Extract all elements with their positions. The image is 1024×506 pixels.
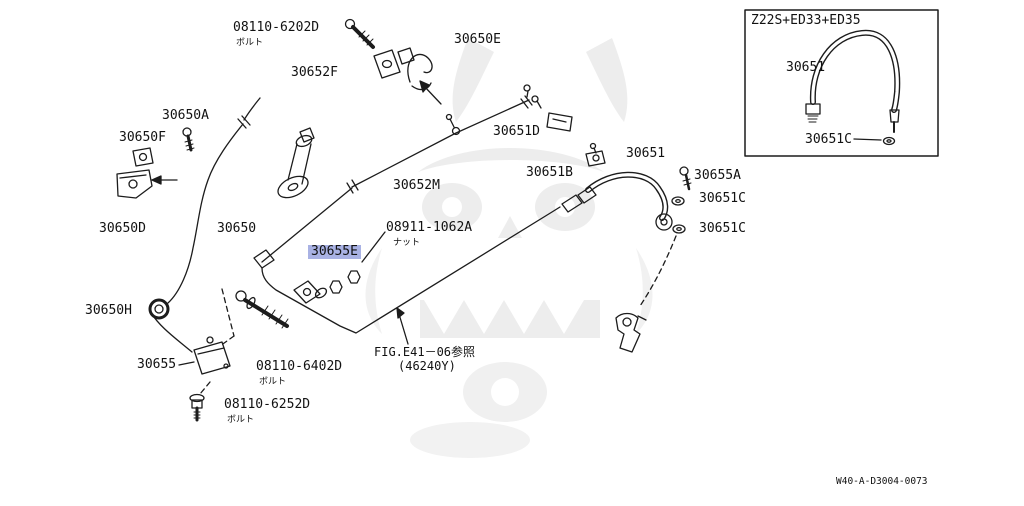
label-08110-6402D-sub: ボルト: [259, 377, 287, 387]
union-and-nuts: [253, 249, 361, 304]
clip-30651d: [531, 95, 573, 132]
label-30655A[interactable]: 30655A: [694, 168, 741, 183]
label-30650[interactable]: 30650: [217, 221, 257, 236]
label-30651C-upper[interactable]: 30651C: [699, 191, 746, 206]
bolt-30655a: [679, 166, 692, 191]
label-08911-1062A-sub: ナット: [393, 238, 421, 248]
label-30655E-highlighted[interactable]: 30655E: [308, 245, 361, 259]
washer-30651c-lower: [672, 224, 686, 234]
label-30650E[interactable]: 30650E: [454, 32, 501, 47]
fig-ref-arrow: [396, 307, 409, 345]
leader-nut: [361, 231, 386, 263]
watermark-demon-face: [365, 38, 653, 458]
cylinder-part: [277, 127, 315, 199]
pipe-lower-run: [261, 194, 583, 334]
pipe-30652m: [261, 84, 533, 263]
label-30651B[interactable]: 30651B: [526, 165, 573, 180]
label-30652M[interactable]: 30652M: [393, 178, 440, 193]
label-08110-6252D-sub: ボルト: [227, 415, 255, 425]
label-30651C-lower[interactable]: 30651C: [699, 221, 746, 236]
clamp-30650e: [407, 53, 442, 105]
bolt-6202d-and-30652f: [344, 18, 415, 79]
label-30650H[interactable]: 30650H: [85, 303, 132, 318]
grommet-30650h: [148, 298, 170, 320]
label-30655[interactable]: 30655: [137, 357, 177, 372]
clevis-part: [615, 312, 647, 353]
label-30651[interactable]: 30651: [626, 146, 666, 161]
inset-label-30651C[interactable]: 30651C: [805, 132, 852, 147]
pipe-30650: [151, 97, 261, 353]
label-08110-6202D[interactable]: 08110-6202D: [233, 20, 320, 35]
bolt-6402d: [235, 290, 289, 329]
label-30650A[interactable]: 30650A: [162, 108, 209, 123]
inset-label-30651[interactable]: 30651: [786, 60, 826, 75]
drawing-number: W40-A-D3004-0073: [836, 476, 928, 487]
label-30650D[interactable]: 30650D: [99, 221, 146, 236]
dashed-lines: [199, 235, 677, 395]
hose-30651: [577, 171, 673, 231]
inset-title: Z22S+ED33+ED35: [751, 13, 861, 28]
label-30650F[interactable]: 30650F: [119, 130, 166, 145]
washer-30651c-upper: [671, 196, 685, 206]
inset-box: [744, 9, 939, 157]
label-fig-ref[interactable]: FIG.E41－06参照: [374, 345, 476, 359]
bolt-6252d: [189, 393, 205, 422]
label-30652F[interactable]: 30652F: [291, 65, 338, 80]
label-08110-6402D[interactable]: 08110-6402D: [256, 359, 343, 374]
label-fig-ref-sub: (46240Y): [398, 359, 456, 373]
bracket-30650d-group: [116, 127, 195, 199]
clip-30651b: [585, 142, 606, 167]
label-08110-6252D[interactable]: 08110-6252D: [224, 397, 311, 412]
switch-30655: [178, 336, 231, 375]
label-30651D[interactable]: 30651D: [493, 124, 540, 139]
label-08911-1062A[interactable]: 08911-1062A: [386, 220, 473, 235]
label-08110-6202D-sub: ボルト: [236, 38, 264, 48]
